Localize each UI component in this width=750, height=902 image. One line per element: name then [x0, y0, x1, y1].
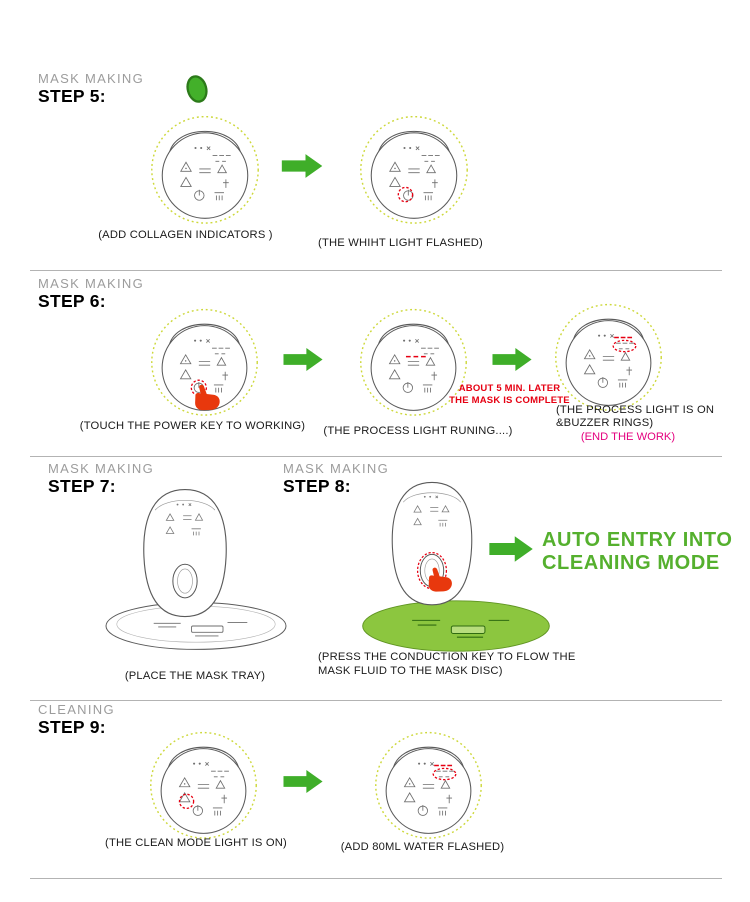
auto-entry-line-2: CLEANING MODE	[542, 552, 720, 574]
arrow-right-icon	[281, 152, 323, 180]
step-7-category: MASK MAKING	[48, 461, 155, 476]
step-9-caption-right: (ADD 80ML WATER FLASHED)	[340, 841, 505, 853]
step-6-title: STEP 6:	[38, 291, 106, 311]
caption-3-line-1: (THE PROCESS LIGHT IS ON	[556, 404, 715, 416]
step-8-caption: (PRESS THE CONDUCTION KEY TO FLOW THE MA…	[318, 650, 598, 678]
step-9-category: CLEANING	[38, 702, 115, 717]
device-top-view-illustration	[148, 110, 262, 224]
step-9-caption-left: (THE CLEAN MODE LIGHT IS ON)	[105, 837, 287, 849]
step-8-title: STEP 8:	[283, 476, 351, 496]
step-5-category: MASK MAKING	[38, 71, 145, 86]
step-6-end-note: (END THE WORK)	[580, 431, 676, 443]
step-8-category: MASK MAKING	[283, 461, 390, 476]
add-water-highlight	[432, 767, 457, 781]
step-6-note: ABOUT 5 MIN. LATER THE MASK IS COMPLETE	[447, 383, 572, 406]
device-top-view-illustration	[357, 110, 471, 224]
step-6-caption-2: (THE PROCESS LIGHT RUNING....)	[323, 425, 513, 437]
device-top-view-illustration	[148, 303, 261, 416]
step-6-caption-3: (THE PROCESS LIGHT IS ON &BUZZER RINGS)	[556, 404, 726, 430]
step-6-caption-1: (TOUCH THE POWER KEY TO WORKING)	[79, 420, 306, 432]
device-top-view-illustration	[372, 726, 485, 839]
step-5-caption-left: (ADD COLLAGEN INDICATORS )	[98, 229, 273, 241]
collagen-pod-icon	[182, 72, 211, 107]
step-6-category: MASK MAKING	[38, 276, 145, 291]
device-top-view-illustration	[357, 303, 470, 416]
note-line-2: THE MASK IS COMPLETE	[449, 394, 570, 406]
caption-line-1: (PRESS THE CONDUCTION KEY TO FLOW THE	[318, 651, 576, 663]
arrow-right-icon	[492, 346, 532, 373]
auto-entry-line-1: AUTO ENTRY INTO	[542, 529, 733, 551]
arrow-right-icon	[283, 346, 323, 373]
section-divider	[30, 700, 722, 701]
caption-3-line-2: &BUZZER RINGS)	[556, 417, 654, 429]
white-light-highlight	[397, 186, 414, 203]
step-7-caption: (PLACE THE MASK TRAY)	[124, 670, 266, 682]
step-5-title: STEP 5:	[38, 86, 106, 106]
red-hand-icon	[187, 380, 226, 421]
step-5-caption-right: (THE WHIHT LIGHT FLASHED)	[318, 237, 483, 249]
arrow-right-icon	[283, 768, 323, 795]
device-top-view-illustration	[147, 726, 260, 839]
section-divider	[30, 878, 722, 879]
section-divider	[30, 270, 722, 271]
clean-mode-light-highlight	[178, 793, 195, 810]
arrow-right-icon	[489, 534, 533, 564]
step-9-title: STEP 9:	[38, 717, 106, 737]
power-key-highlight	[190, 379, 208, 396]
device-top-view-illustration	[552, 298, 665, 411]
note-line-1: ABOUT 5 MIN. LATER	[458, 383, 561, 394]
red-hand-icon	[421, 563, 457, 602]
device-side-view-illustration	[129, 484, 241, 624]
step-7-title: STEP 7:	[48, 476, 116, 496]
caption-line-2: MASK FLUID TO THE MASK DISC)	[318, 665, 503, 677]
section-divider	[30, 456, 722, 457]
auto-entry-text: AUTO ENTRY INTO CLEANING MODE	[542, 529, 733, 575]
